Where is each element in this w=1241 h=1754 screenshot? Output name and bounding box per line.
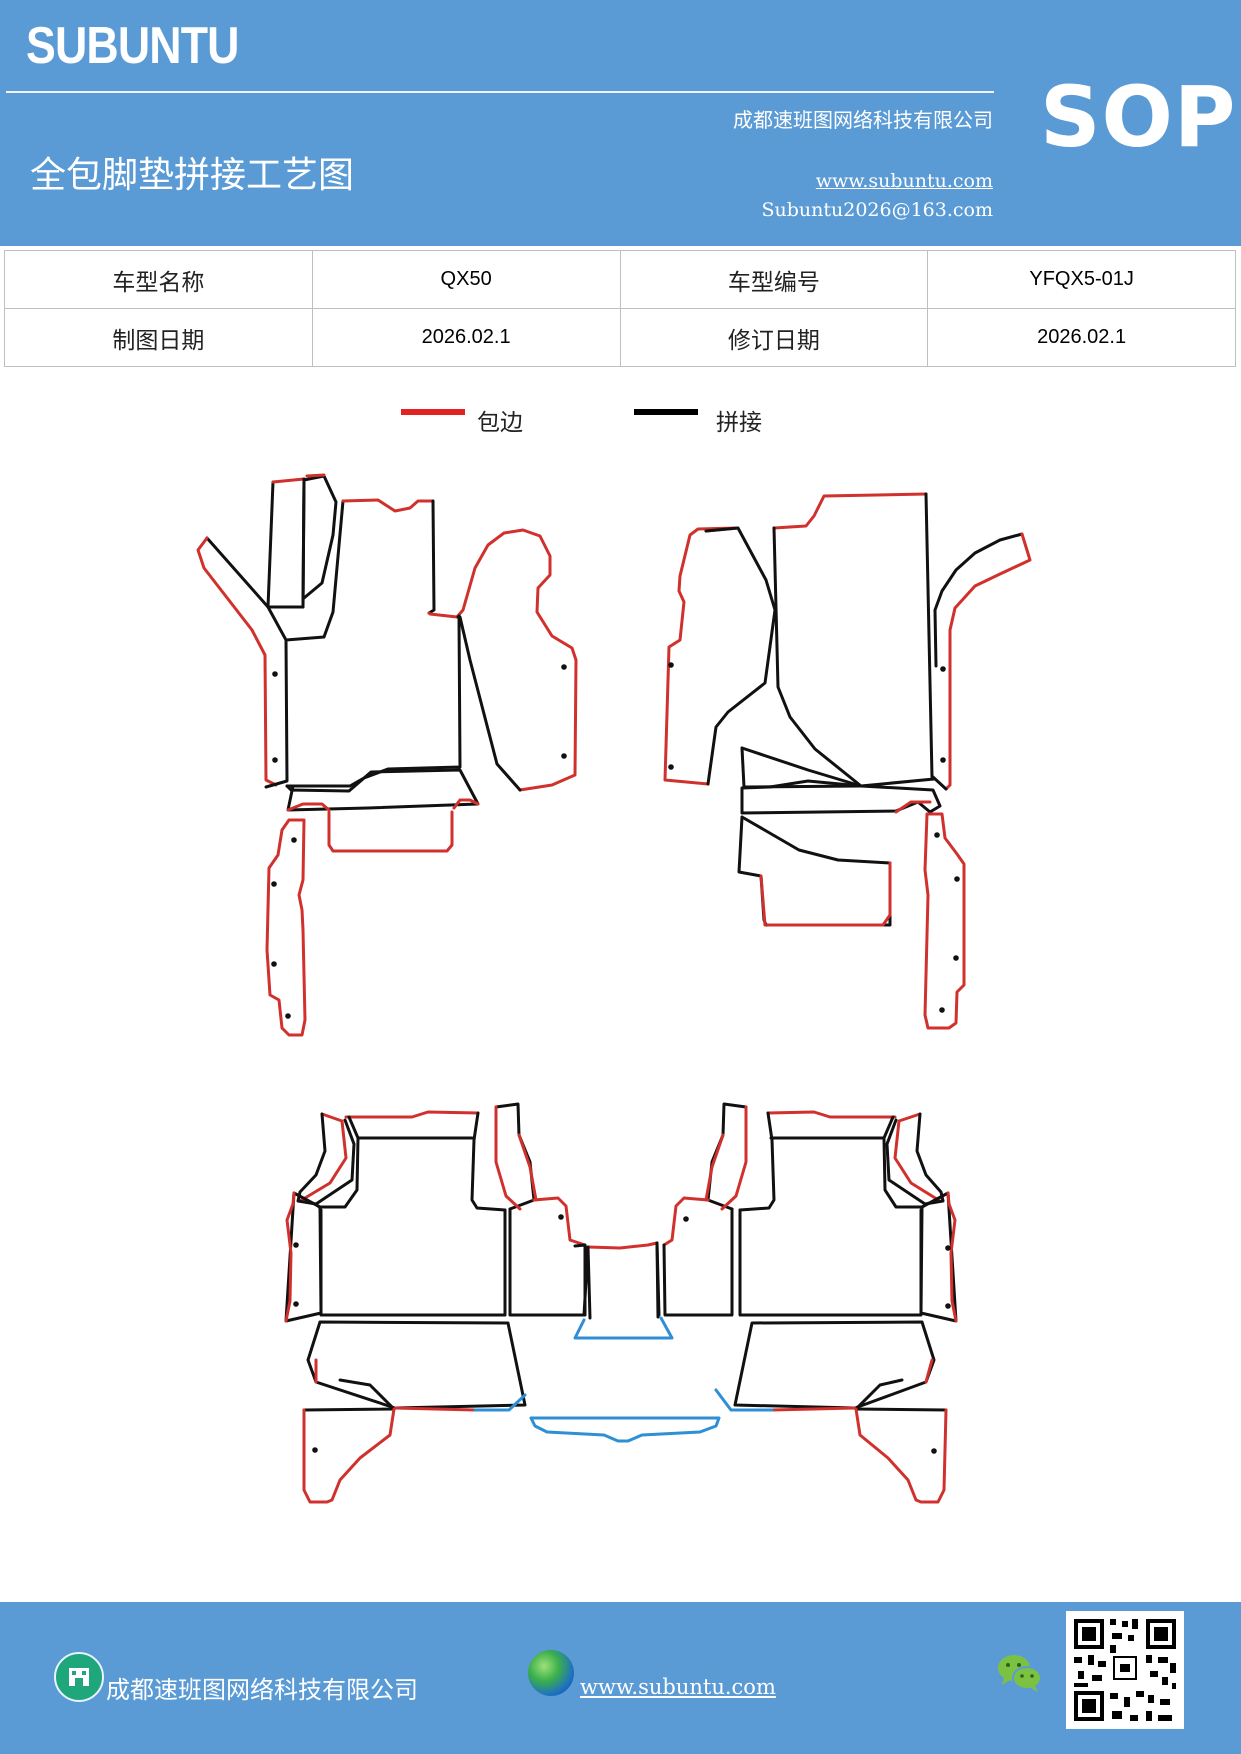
model-code-label: 车型编号	[619, 250, 929, 309]
qr-code	[1066, 1611, 1184, 1729]
brand-logo: SUBUNTU	[26, 17, 239, 75]
draw-date-value: 2026.02.1	[311, 308, 621, 367]
globe-icon	[528, 1650, 574, 1696]
header-divider	[6, 91, 994, 93]
table-row: 车型名称 QX50 车型编号 YFQX5-01J	[4, 250, 1236, 309]
draw-date-label: 制图日期	[4, 308, 313, 367]
header-banner	[0, 0, 1241, 246]
revise-date-label: 修订日期	[619, 308, 929, 367]
legend-label-binding: 包边	[477, 410, 523, 436]
email-address[interactable]: Subuntu2026@163.com	[761, 199, 993, 221]
front-left-mat-group	[196, 473, 578, 1037]
front-right-mat-group	[663, 492, 1032, 1030]
wechat-icon	[996, 1652, 1044, 1698]
table-row: 制图日期 2026.02.1 修订日期 2026.02.1	[4, 308, 1236, 367]
legend-swatch-binding	[401, 409, 465, 415]
building-icon	[54, 1652, 104, 1702]
model-name-value: QX50	[311, 250, 621, 309]
legend-label-seam: 拼接	[716, 410, 762, 436]
model-code-value: YFQX5-01J	[927, 250, 1236, 309]
revise-date-value: 2026.02.1	[927, 308, 1236, 367]
footer-website-link[interactable]: www.subuntu.com	[580, 1675, 776, 1699]
website-link[interactable]: www.subuntu.com	[815, 170, 993, 192]
center-tunnel-group	[529, 1241, 721, 1443]
model-name-label: 车型名称	[4, 250, 313, 309]
rear-left-mat-group	[284, 1102, 587, 1504]
doc-type-label: SOP	[1040, 68, 1237, 166]
company-name: 成都速班图网络科技有限公司	[733, 108, 993, 132]
rear-right-mat-group	[662, 1102, 958, 1504]
footer-company-name: 成都速班图网络科技有限公司	[106, 1676, 418, 1704]
legend-swatch-seam	[634, 409, 698, 415]
page-title: 全包脚垫拼接工艺图	[30, 155, 355, 196]
vehicle-info-table: 车型名称 QX50 车型编号 YFQX5-01J 制图日期 2026.02.1 …	[4, 250, 1236, 367]
